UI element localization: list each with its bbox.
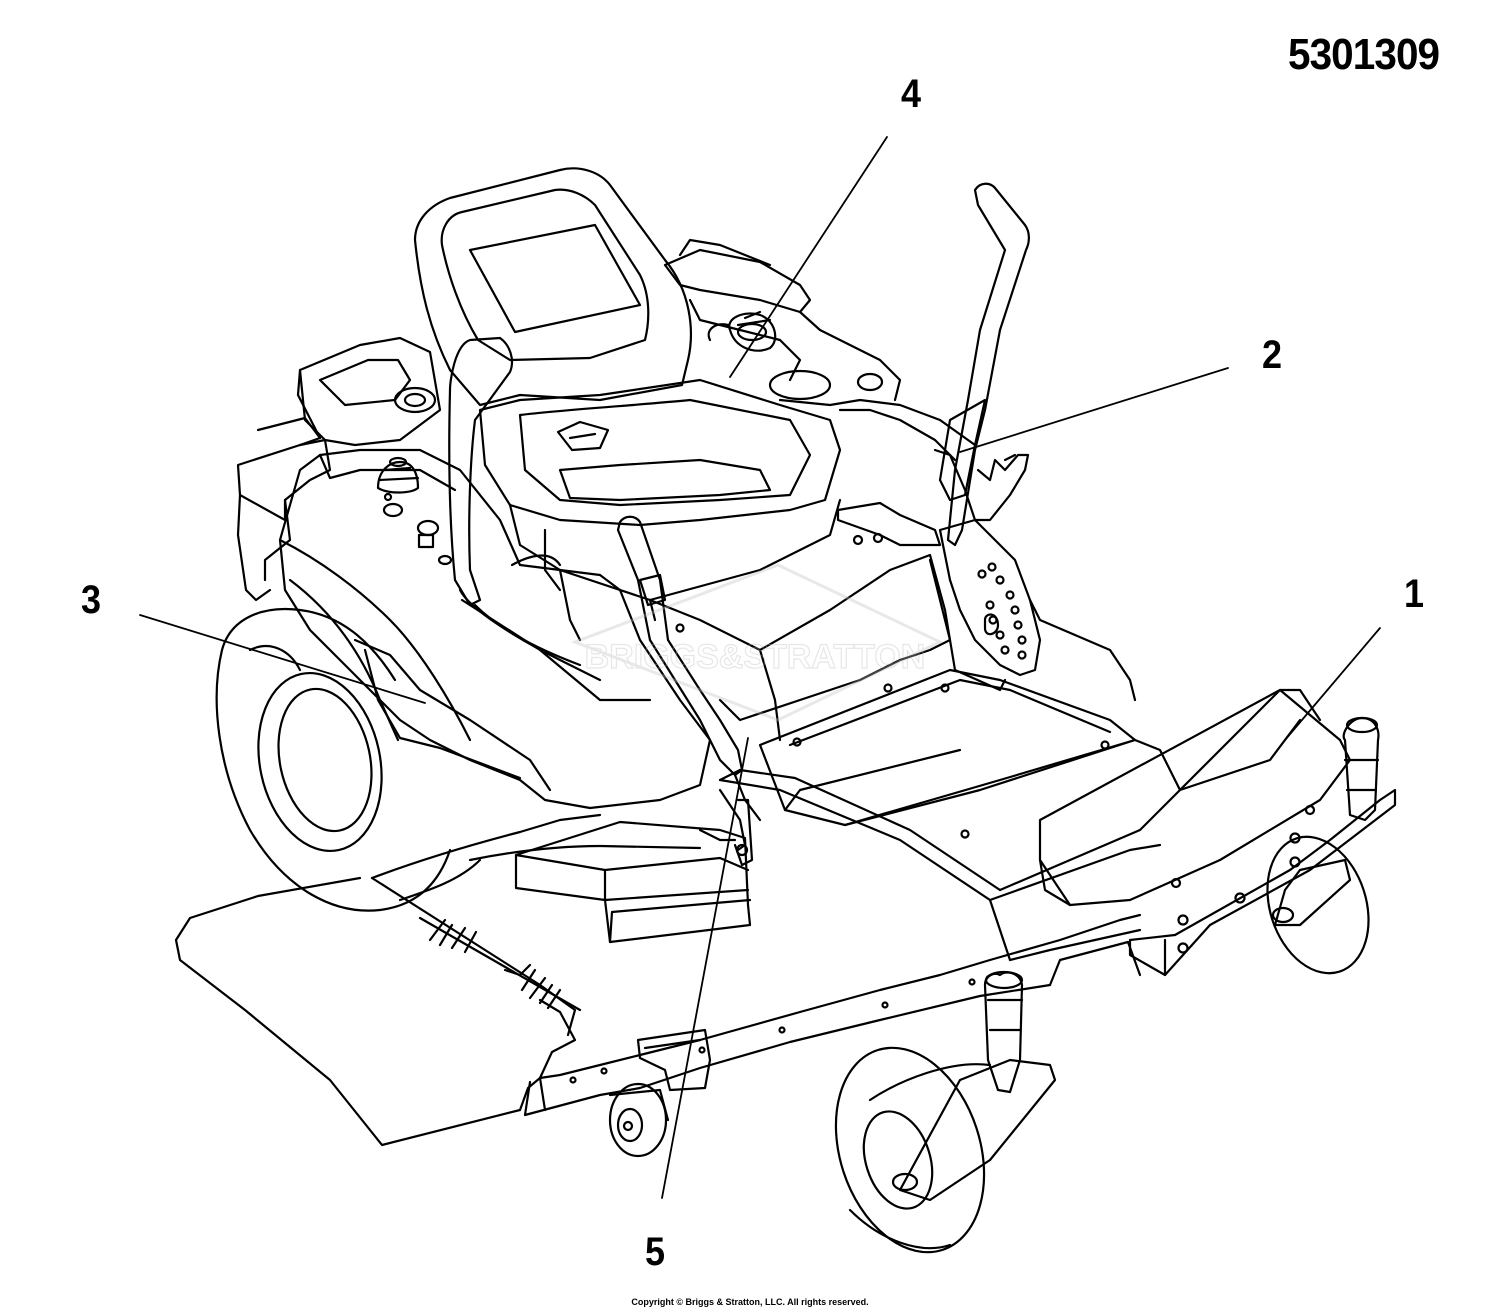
right-rear-body: [665, 184, 1135, 700]
copyright-notice: Copyright © Briggs & Stratton, LLC. All …: [631, 1297, 869, 1307]
seat: [415, 168, 840, 620]
callout-2: 2: [1262, 333, 1283, 377]
rear-left-wheel: [217, 609, 480, 911]
frame: [720, 670, 1395, 975]
callout-5: 5: [645, 1230, 666, 1274]
callout-1: 1: [1404, 572, 1425, 616]
callout-3: 3: [81, 578, 102, 622]
front-caster-far: [1251, 718, 1386, 986]
front-caster-near: [811, 972, 1055, 1271]
callout-leaders: [140, 137, 1380, 1198]
center-body: [460, 530, 950, 740]
mower-deck: [176, 815, 1140, 1156]
left-body: [238, 338, 710, 808]
brand-watermark: BRIGGS&STRATTON: [575, 565, 940, 720]
watermark-text: BRIGGS&STRATTON: [585, 638, 926, 676]
callout-4: 4: [901, 72, 922, 116]
part-number: 5301309: [1288, 30, 1440, 79]
left-control-lever: [618, 517, 760, 865]
